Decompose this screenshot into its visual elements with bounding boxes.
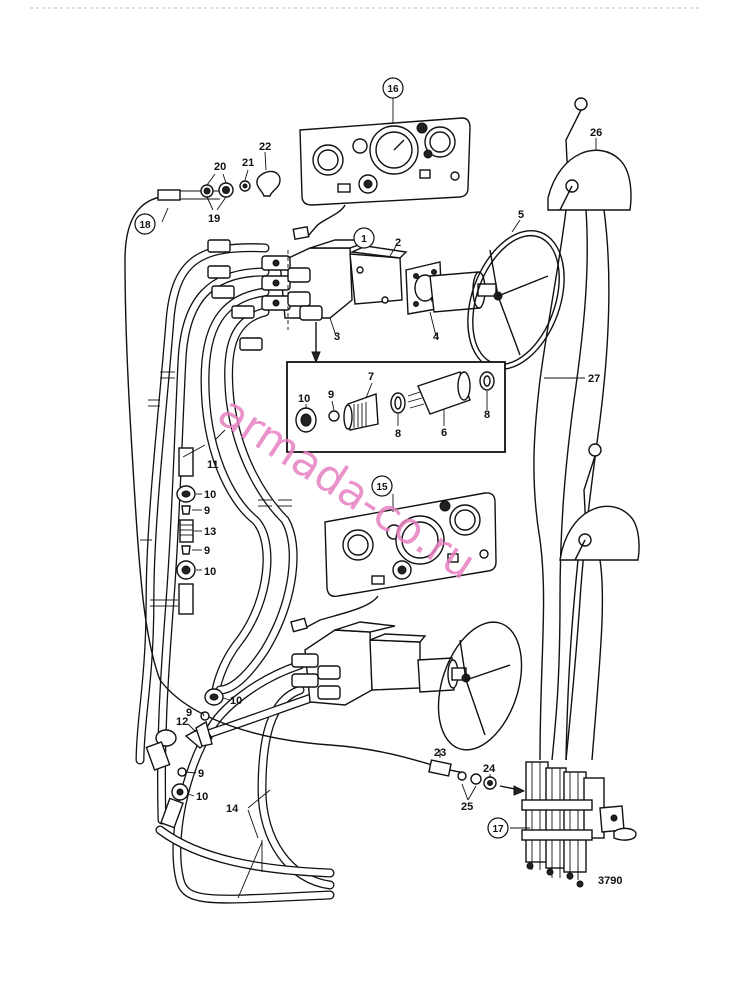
callout-12: 12 — [176, 716, 188, 728]
callout-27: 27 — [588, 373, 600, 385]
callout-25: 25 — [461, 801, 473, 813]
callout-11: 11 — [207, 459, 219, 471]
callout-16: 16 — [387, 84, 399, 95]
knob-part-22 — [256, 170, 281, 197]
callout-10-tee-top: 10 — [230, 695, 242, 707]
callout-13: 13 — [204, 526, 216, 538]
lower-steering-wheel — [437, 621, 523, 751]
callout-19: 19 — [208, 213, 220, 225]
steering-wheel-5 — [467, 229, 565, 371]
callout-24: 24 — [483, 763, 496, 775]
hydraulic-hose-bundle — [135, 239, 335, 904]
callout-3: 3 — [334, 331, 340, 343]
callout-1: 1 — [361, 234, 367, 245]
callout-17: 17 — [492, 824, 504, 835]
steering-valve-assembly-1 — [261, 239, 503, 364]
tee-fitting-12 — [145, 688, 231, 829]
callout-4: 4 — [433, 331, 440, 343]
valve-block-17 — [428, 750, 637, 888]
callout-5: 5 — [518, 209, 524, 221]
callout-9-stack-a: 9 — [204, 505, 210, 517]
callout-10-stack-bottom: 10 — [204, 566, 216, 578]
callout-9-tee-top: 9 — [186, 707, 192, 719]
callout-7: 7 — [368, 371, 374, 383]
callout-10-stack-top: 10 — [204, 489, 216, 501]
callout-6: 6 — [441, 427, 447, 439]
callout-10-detail: 10 — [298, 393, 310, 405]
leader-14 — [237, 789, 271, 899]
callout-9-detail: 9 — [328, 389, 334, 401]
callout-22: 22 — [259, 141, 271, 153]
callout-2: 2 — [395, 237, 401, 249]
callout-20: 20 — [214, 161, 226, 173]
control-lever-lower — [559, 443, 640, 761]
callout-8-right: 8 — [484, 409, 490, 421]
callout-21: 21 — [242, 157, 254, 169]
callout-10-tee-bottom: 10 — [196, 791, 208, 803]
drawing-number: 3790 — [598, 875, 622, 887]
fitting-stack-left — [176, 429, 226, 615]
instrument-panel-15 — [290, 492, 497, 633]
callout-14: 14 — [226, 803, 239, 815]
callout-18: 18 — [139, 220, 151, 231]
callout-8-left: 8 — [395, 428, 401, 440]
callout-26: 26 — [590, 127, 602, 139]
callout-9-stack-b: 9 — [204, 545, 210, 557]
callout-15: 15 — [376, 482, 388, 493]
callout-23: 23 — [434, 747, 446, 759]
lower-steering-valve — [291, 621, 471, 706]
callout-9-tee-bottom: 9 — [198, 768, 204, 780]
detail-box-fittings — [286, 361, 506, 453]
control-lever-26 — [533, 97, 632, 761]
callout-labels: 16 1 18 15 17 2 3 4 5 6 7 8 8 9 10 11 10… — [134, 77, 622, 887]
cable-end-parts — [200, 151, 281, 211]
instrument-panel-16 — [292, 117, 471, 240]
